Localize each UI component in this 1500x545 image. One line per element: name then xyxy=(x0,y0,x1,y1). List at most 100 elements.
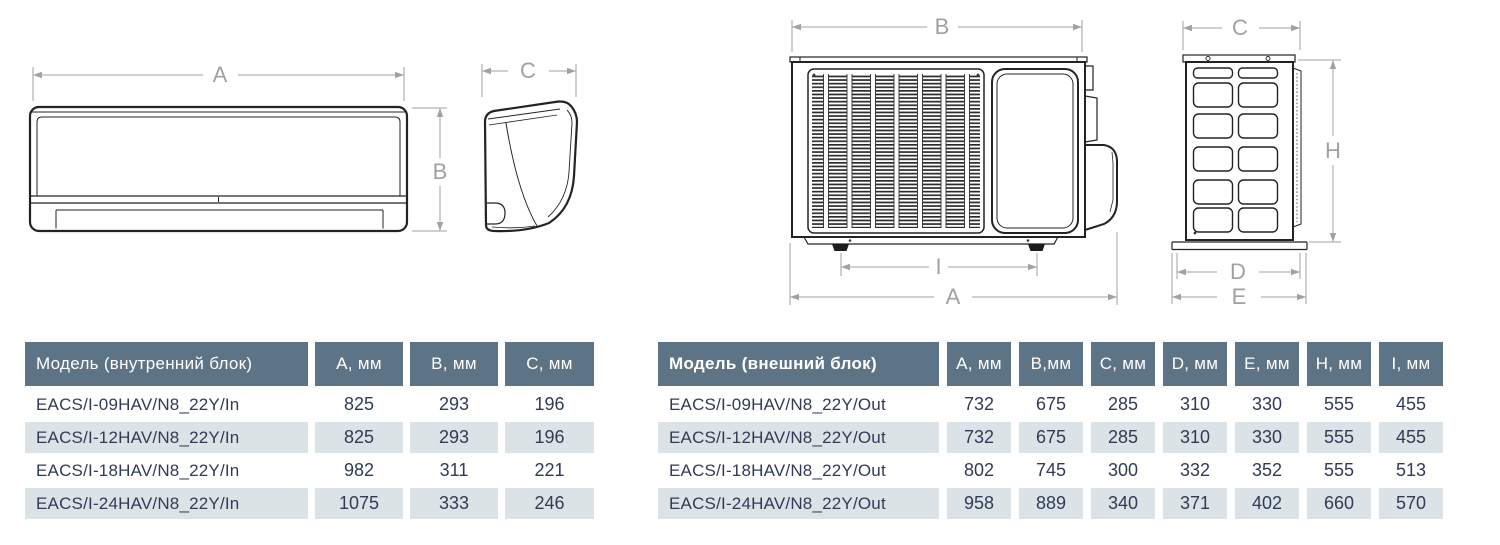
value-c: 196 xyxy=(505,422,594,453)
value-a: 982 xyxy=(343,460,375,480)
value-e: 352 xyxy=(1251,460,1283,480)
table-row: EACS/I-09HAV/N8_22Y/In 825 293 196 xyxy=(25,389,594,420)
table-header-row: Модель (внутренний блок) А, мм В, мм С, … xyxy=(25,342,594,386)
column-header-h: H, мм xyxy=(1307,342,1371,386)
value-c: 221 xyxy=(534,460,565,480)
column-header-a: A, мм xyxy=(947,342,1011,386)
value-c: 300 xyxy=(1107,460,1139,480)
indoor-unit-side-view: C xyxy=(481,58,579,233)
value-i: 570 xyxy=(1379,488,1443,519)
dim-label-h-outdoor: H xyxy=(1325,138,1341,163)
value-a: 1075 xyxy=(315,488,403,519)
column-header-a: А, мм xyxy=(315,342,403,386)
value-b: 675 xyxy=(1019,422,1083,453)
model-name: EACS/I-24HAV/N8_22Y/In xyxy=(25,488,308,519)
value-a: 732 xyxy=(963,394,995,414)
outdoor-unit-table: Модель (внешний блок) A, мм B,мм C, мм D… xyxy=(658,342,1443,521)
column-header-b: B,мм xyxy=(1019,342,1083,386)
value-i: 455 xyxy=(1395,394,1427,414)
dimension-e-outdoor: E xyxy=(1171,253,1307,309)
foot-right xyxy=(1028,244,1045,251)
value-h: 555 xyxy=(1307,422,1371,453)
outdoor-unit-side-view: C H D E xyxy=(1171,15,1341,309)
grille-ribs xyxy=(823,74,970,228)
table-title: Модель (внешний блок) xyxy=(658,342,939,386)
value-d: 310 xyxy=(1179,394,1211,414)
dim-label-b-indoor: B xyxy=(433,159,448,184)
value-d: 371 xyxy=(1163,488,1227,519)
value-b: 293 xyxy=(410,422,498,453)
dimension-i-outdoor: I xyxy=(840,253,1038,279)
column-header-d: D, мм xyxy=(1163,342,1227,386)
value-h: 660 xyxy=(1307,488,1371,519)
table-row: EACS/I-09HAV/N8_22Y/Out 732 675 285 310 … xyxy=(658,389,1443,420)
indoor-unit-front-view: A B xyxy=(28,62,448,233)
value-e: 402 xyxy=(1235,488,1299,519)
dimension-a-outdoor: A xyxy=(789,232,1118,309)
column-header-i: I, мм xyxy=(1379,342,1443,386)
table-row: EACS/I-12HAV/N8_22Y/In 825 293 196 xyxy=(25,422,594,453)
dimension-d-outdoor: D xyxy=(1176,253,1301,284)
column-header-c: C, мм xyxy=(1091,342,1155,386)
model-name: EACS/I-18HAV/N8_22Y/Out xyxy=(669,460,886,480)
dimension-c-indoor: C xyxy=(481,58,577,97)
table-row: EACS/I-18HAV/N8_22Y/Out 802 745 300 332 … xyxy=(658,455,1443,486)
column-header-c: С, мм xyxy=(505,342,594,386)
dim-label-a-outdoor: A xyxy=(946,284,961,309)
value-b: 311 xyxy=(439,460,469,480)
value-e: 330 xyxy=(1251,394,1283,414)
value-a: 825 xyxy=(343,394,375,414)
dimension-b-outdoor: B xyxy=(791,14,1083,52)
side-vent-grid xyxy=(1192,67,1279,233)
value-a: 825 xyxy=(315,422,403,453)
table-row: EACS/I-24HAV/N8_22Y/Out 958 889 340 371 … xyxy=(658,488,1443,519)
model-name: EACS/I-18HAV/N8_22Y/In xyxy=(36,460,240,480)
column-header-e: E, мм xyxy=(1235,342,1299,386)
value-c: 340 xyxy=(1091,488,1155,519)
dim-label-d-outdoor: D xyxy=(1230,259,1246,284)
table-row: EACS/I-24HAV/N8_22Y/In 1075 333 246 xyxy=(25,488,594,519)
dimension-h-outdoor: H xyxy=(1298,59,1341,243)
dim-label-b-outdoor: B xyxy=(935,14,950,39)
value-d: 310 xyxy=(1163,422,1227,453)
value-d: 332 xyxy=(1179,460,1211,480)
dim-label-c-outdoor: C xyxy=(1232,15,1248,40)
value-b: 675 xyxy=(1035,394,1067,414)
value-a: 732 xyxy=(947,422,1011,453)
value-b: 745 xyxy=(1035,460,1067,480)
value-b: 333 xyxy=(410,488,498,519)
model-name: EACS/I-24HAV/N8_22Y/Out xyxy=(658,488,939,519)
foot-left xyxy=(832,244,849,251)
table-row: EACS/I-18HAV/N8_22Y/In 982 311 221 xyxy=(25,455,594,486)
value-i: 513 xyxy=(1395,460,1427,480)
dim-label-e-outdoor: E xyxy=(1232,284,1247,309)
value-h: 555 xyxy=(1323,460,1355,480)
value-b: 889 xyxy=(1019,488,1083,519)
value-a: 802 xyxy=(963,460,995,480)
table-row: EACS/I-12HAV/N8_22Y/Out 732 675 285 310 … xyxy=(658,422,1443,453)
model-name: EACS/I-09HAV/N8_22Y/Out xyxy=(669,394,886,414)
value-c: 285 xyxy=(1107,394,1139,414)
value-a: 958 xyxy=(947,488,1011,519)
outdoor-unit-front-view: B I A xyxy=(789,14,1118,309)
dimension-drawings: A B C xyxy=(28,14,1341,309)
table-title: Модель (внутренний блок) xyxy=(25,342,308,386)
model-name: EACS/I-12HAV/N8_22Y/In xyxy=(25,422,308,453)
indoor-unit-table: Модель (внутренний блок) А, мм В, мм С, … xyxy=(25,342,594,521)
dimension-b-indoor: B xyxy=(412,107,448,232)
value-e: 330 xyxy=(1235,422,1299,453)
value-c: 246 xyxy=(505,488,594,519)
value-c: 196 xyxy=(534,394,565,414)
value-c: 285 xyxy=(1091,422,1155,453)
model-name: EACS/I-09HAV/N8_22Y/In xyxy=(36,394,240,414)
dimension-a-indoor: A xyxy=(32,62,405,101)
column-header-b: В, мм xyxy=(410,342,498,386)
dim-label-a-indoor: A xyxy=(213,62,228,87)
table-header-row: Модель (внешний блок) A, мм B,мм C, мм D… xyxy=(658,342,1443,386)
dim-label-i-outdoor: I xyxy=(935,254,941,279)
dim-label-c-indoor: C xyxy=(520,58,536,83)
value-h: 555 xyxy=(1323,394,1355,414)
value-b: 293 xyxy=(438,394,470,414)
dimension-c-outdoor: C xyxy=(1182,15,1301,50)
